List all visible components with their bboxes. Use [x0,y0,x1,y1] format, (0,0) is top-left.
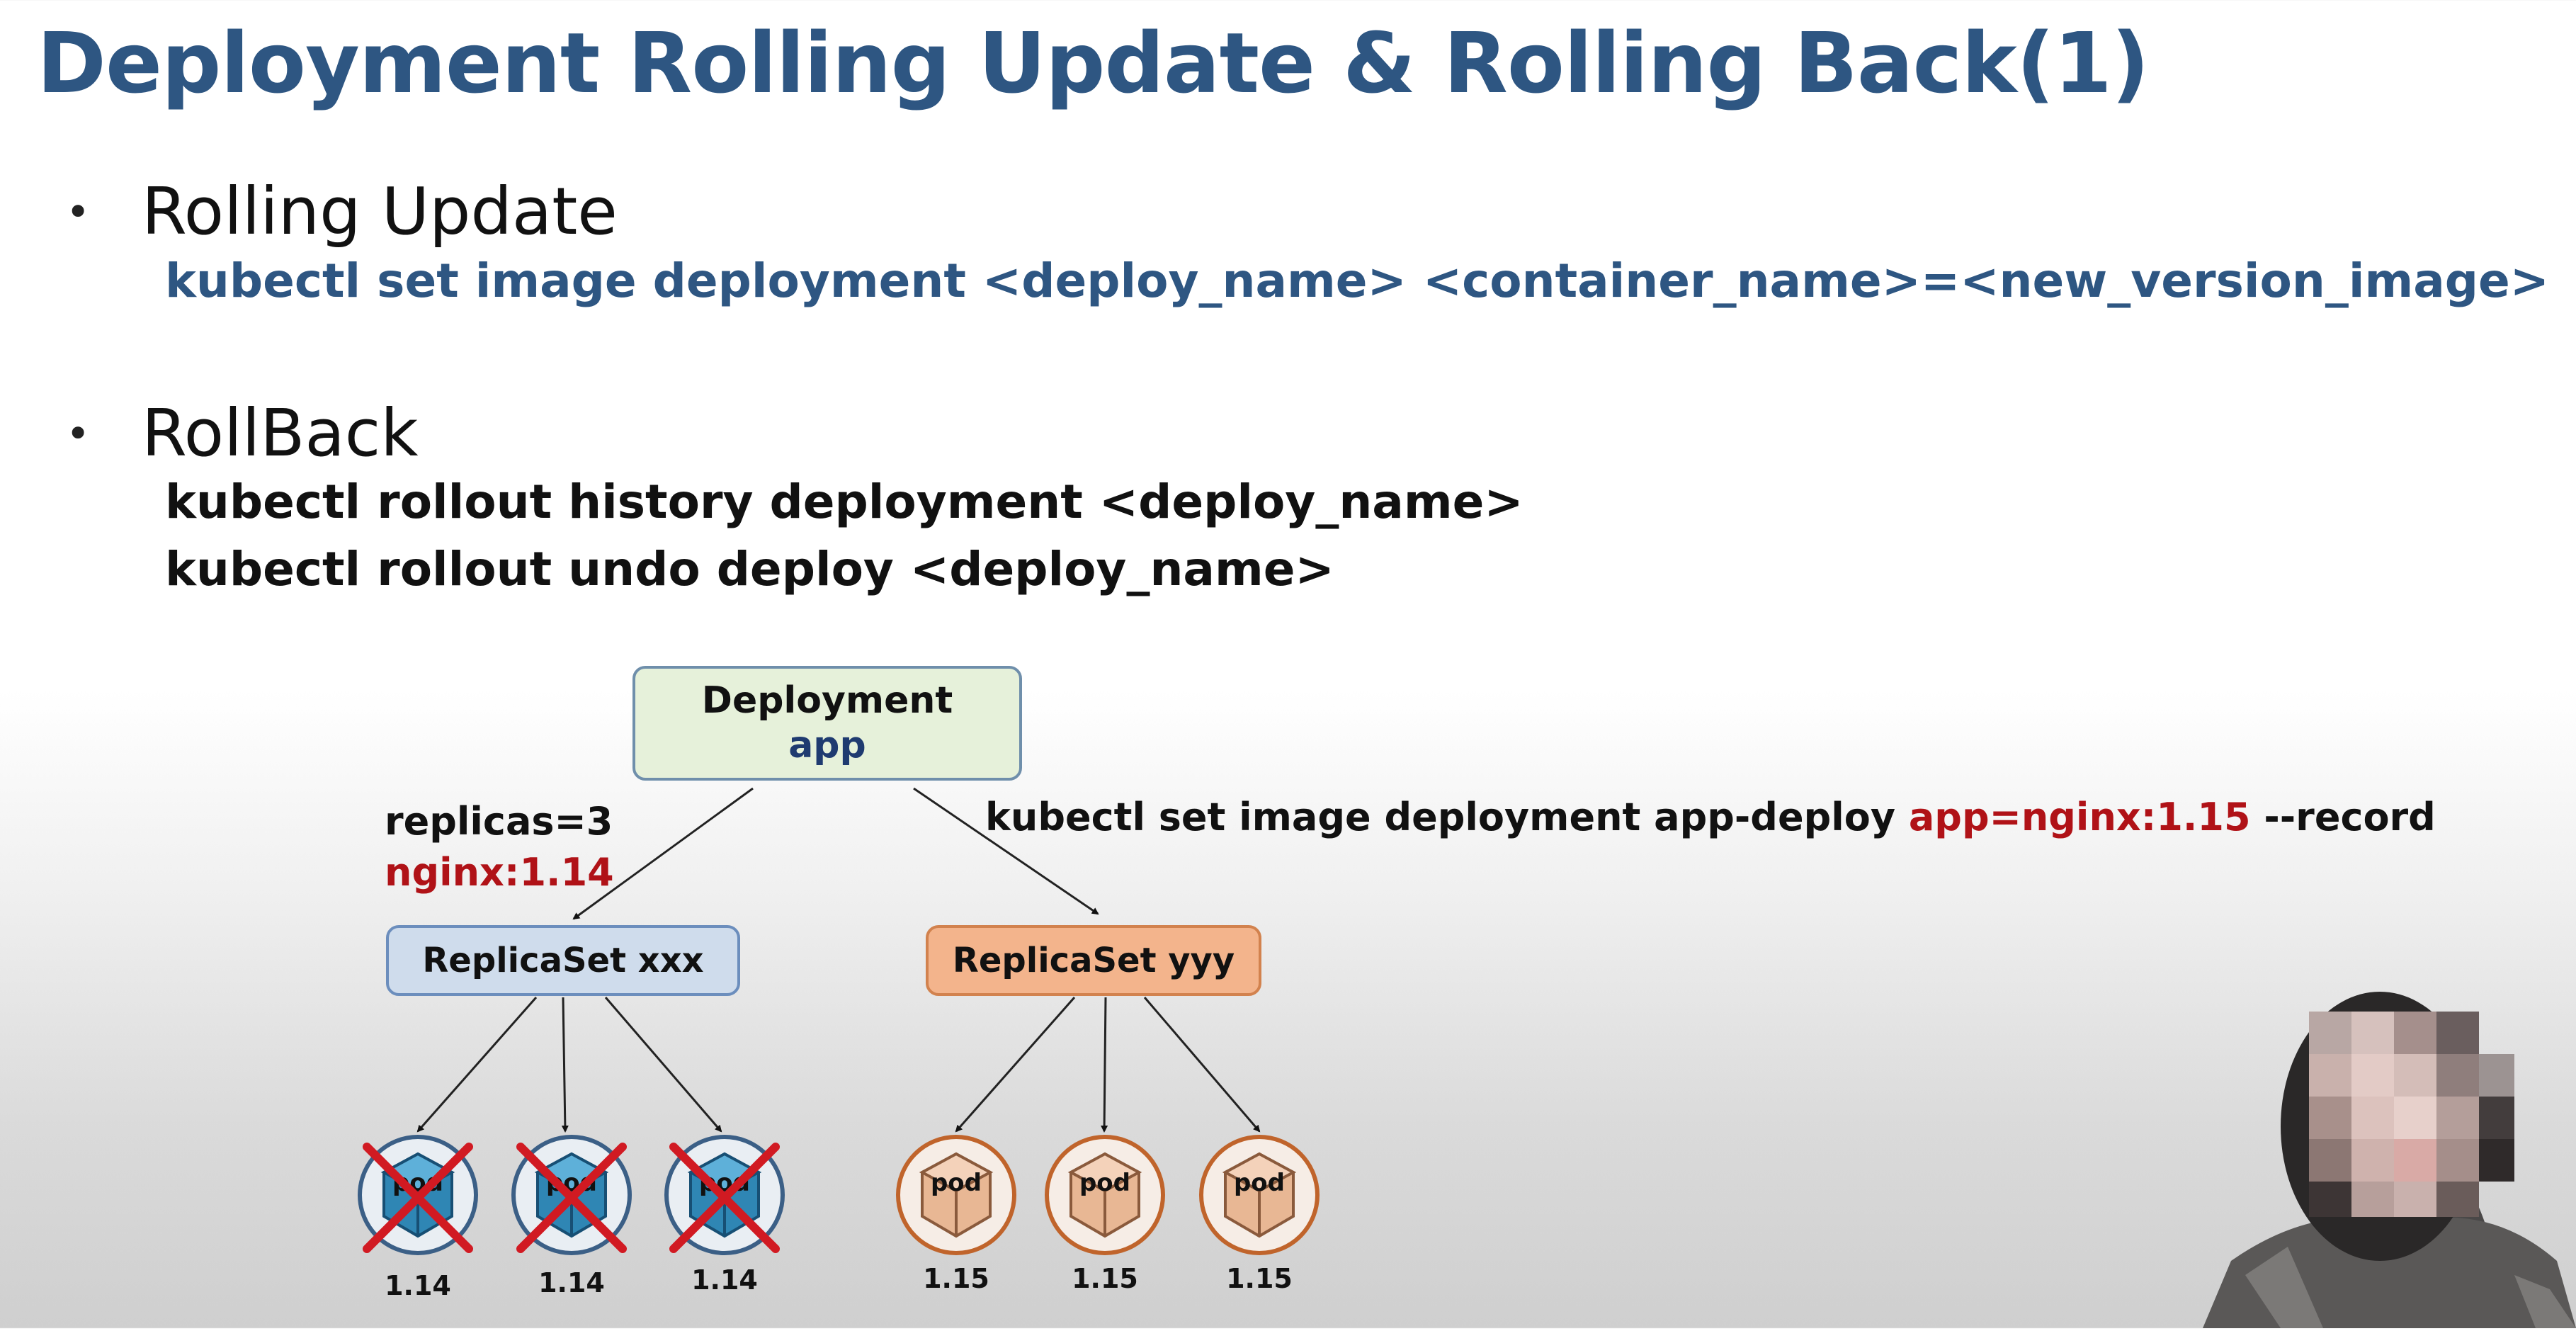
deployment-box: Deployment app [632,666,1022,781]
rolling-update-command: kubectl set image deployment <deploy_nam… [165,254,2550,308]
arrow-rs-new-pod3 [1143,997,1261,1133]
arrow-deploy-to-rs-new [913,787,1099,915]
presenter-webcam [2203,978,2576,1328]
pod-label: pod [1234,1169,1285,1197]
rollback-history-command: kubectl rollout history deployment <depl… [165,475,1524,529]
heading-rolling-update: Rolling Update [142,174,618,249]
replicaset-new-box: ReplicaSet yyy [926,925,1261,996]
new-pod-1: pod 1.15 [892,1131,1020,1294]
pod-version: 1.15 [1072,1263,1138,1294]
cross-line [516,1143,627,1253]
heading-rollback: RollBack [142,395,419,471]
arrow-deploy-to-rs-old [572,787,754,920]
set-image-command-highlight: app=nginx:1.15 [1908,795,2251,839]
pod-old-icon: pod [664,1135,785,1255]
arrow-rs-old-pod1 [416,997,538,1133]
bullet-rollback: • [66,409,91,458]
pod-new-icon: pod [896,1135,1016,1255]
set-image-command-prefix: kubectl set image deployment app-deploy [985,795,1909,839]
page-title: Deployment Rolling Update & Rolling Back… [37,14,2150,112]
cross-line [363,1143,473,1253]
deployment-label: Deployment [701,679,953,722]
pod-label: pod [1079,1169,1130,1197]
old-pod-2: pod 1.14 [508,1131,635,1298]
set-image-command-suffix: --record [2250,795,2436,839]
rollback-undo-command: kubectl rollout undo deploy <deploy_name… [165,542,1334,596]
bullet-rolling-update: • [66,188,91,236]
replicaset-old-box: ReplicaSet xxx [386,925,740,996]
cross-line [669,1143,780,1253]
arrow-rs-old-pod2 [561,997,569,1133]
deployment-name: app [788,724,866,766]
pod-old-icon: pod [511,1135,632,1255]
old-image-annotation: nginx:1.14 [385,850,614,895]
pod-version: 1.14 [385,1270,451,1301]
pod-version: 1.14 [538,1267,605,1298]
pod-version: 1.15 [1226,1263,1293,1294]
new-pod-3: pod 1.15 [1196,1131,1323,1294]
new-pod-2: pod 1.15 [1041,1131,1169,1294]
arrow-rs-old-pod3 [604,997,722,1133]
pod-version: 1.14 [691,1264,758,1296]
replicaset-old-label: ReplicaSet xxx [422,941,704,980]
old-pod-3: pod 1.14 [661,1131,788,1296]
pod-old-icon: pod [358,1135,478,1255]
arrow-rs-new-pod2 [1101,997,1108,1133]
replicaset-new-label: ReplicaSet yyy [952,941,1235,980]
set-image-command: kubectl set image deployment app-deploy … [985,795,2436,839]
old-pod-1: pod 1.14 [354,1131,482,1301]
pixelated-face-image [2203,992,2576,1328]
pod-new-icon: pod [1199,1135,1320,1255]
pod-new-icon: pod [1045,1135,1165,1255]
arrow-rs-new-pod1 [955,997,1076,1133]
replicas-annotation: replicas=3 [385,799,613,844]
pod-label: pod [931,1169,982,1197]
pod-version: 1.15 [923,1263,989,1294]
